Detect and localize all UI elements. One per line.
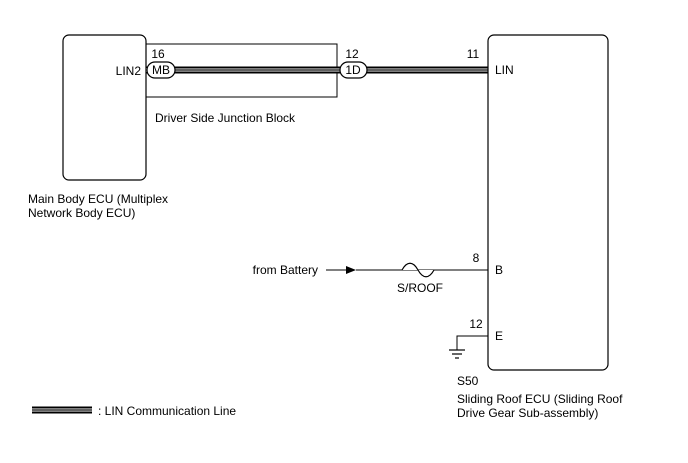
roof-ecu-e-pin: 12 xyxy=(469,317,483,331)
legend-label: : LIN Communication Line xyxy=(98,404,236,418)
main-ecu-name-line2: Network Body ECU) xyxy=(28,206,135,220)
connector-1d-label: 1D xyxy=(345,63,361,77)
sliding-roof-ecu-box xyxy=(487,34,609,371)
fuse-label: S/ROOF xyxy=(397,281,443,295)
roof-ecu-e-label: E xyxy=(495,329,503,343)
junction-in-pin: 16 xyxy=(151,47,165,61)
battery-arrow xyxy=(326,266,356,274)
roof-ecu-name-line2: Drive Gear Sub-assembly) xyxy=(457,406,598,420)
roof-ecu-code: S50 xyxy=(457,374,479,388)
fuse-symbol xyxy=(401,262,435,278)
connector-mb: MB xyxy=(146,61,176,79)
junction-block-name: Driver Side Junction Block xyxy=(155,111,296,125)
connector-mb-label: MB xyxy=(152,63,170,77)
battery-label: from Battery xyxy=(253,263,318,277)
roof-ecu-b-pin: 8 xyxy=(473,251,480,265)
connector-1d: 1D xyxy=(339,61,368,79)
junction-out-pin: 12 xyxy=(345,47,359,61)
ground-icon xyxy=(449,349,465,359)
roof-ecu-lin-pin: 11 xyxy=(467,47,480,61)
roof-ecu-lin-label: LIN xyxy=(495,63,514,77)
roof-ecu-name-line1: Sliding Roof ECU (Sliding Roof xyxy=(457,392,623,406)
roof-ecu-b-label: B xyxy=(495,263,503,277)
ground-wire xyxy=(456,335,488,350)
main-ecu-lin2-label: LIN2 xyxy=(116,64,142,78)
main-body-ecu-box xyxy=(62,34,147,181)
main-ecu-name-line1: Main Body ECU (Multiplex xyxy=(28,192,168,206)
